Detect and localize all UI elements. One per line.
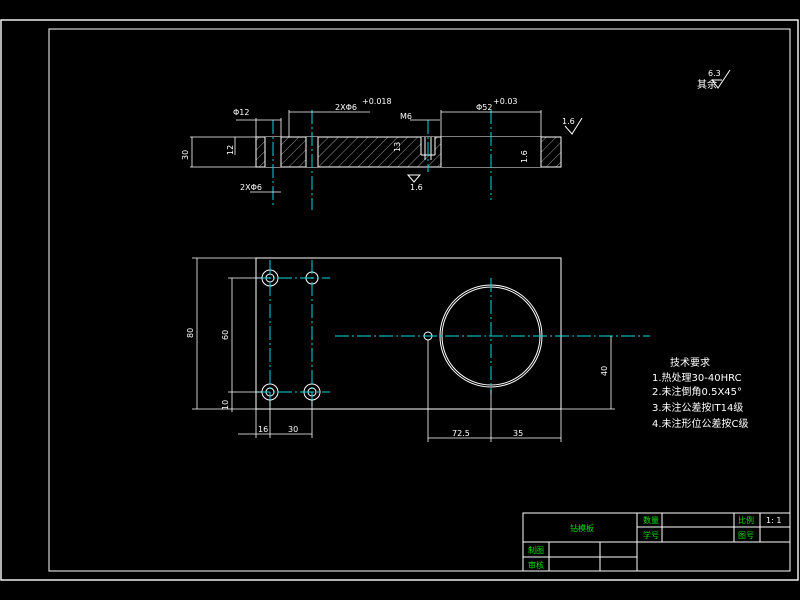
tech-title: 技术要求 (670, 356, 710, 369)
dim-m6: M6 (400, 112, 412, 121)
front-view-dims: 80 60 10 16 30 72.5 35 40 (186, 257, 615, 442)
dim-tol1: +0.018 (362, 97, 392, 106)
dim-front-bottom: 10 (221, 400, 230, 410)
tb-reviewer: 审核 (528, 560, 544, 570)
title-block: 钻模板 数量 比例 1: 1 学号 图号 制图 审核 (522, 512, 791, 572)
tb-school: 学号 (643, 530, 659, 540)
dim-hole-bottom: 2XΦ6 (240, 183, 262, 192)
tb-drafter: 制图 (528, 545, 544, 555)
tb-ratio: 比例 (738, 515, 754, 525)
tech-item-4: 4.未注形位公差按C级 (652, 417, 749, 430)
tb-drawing-no: 图号 (738, 531, 754, 540)
tb-part-name: 钻模板 (570, 523, 594, 533)
rough-right2: 1.6 (520, 150, 529, 163)
roughness-note-value: 6.3 (708, 69, 721, 78)
dim-tol2: +0.03 (493, 97, 518, 106)
tech-item-1: 1.热处理30-40HRC (652, 371, 742, 384)
tb-count: 数量 (643, 515, 659, 525)
tech-item-2: 2.未注倒角0.5X45° (652, 385, 742, 398)
front-view (255, 257, 650, 410)
roughness-note: 其余 6.3 (697, 69, 731, 91)
dim-height: 30 (181, 150, 190, 160)
dim-front-inner: 60 (221, 330, 230, 340)
rough-bottom: 1.6 (410, 183, 423, 192)
dim-x3: 72.5 (452, 429, 470, 438)
section-view (255, 110, 562, 210)
dim-front-height: 80 (186, 328, 195, 338)
tech-requirements: 技术要求 1.热处理30-40HRC 2.未注倒角0.5X45° 3.未注公差按… (652, 356, 749, 430)
roughness-note-label: 其余 (697, 78, 717, 91)
dim-d12: Φ12 (233, 108, 249, 117)
inner-frame (48, 28, 791, 572)
tb-ratio-value: 1: 1 (766, 516, 781, 525)
dim-x1: 16 (258, 425, 268, 434)
dim-d52: Φ52 (476, 103, 492, 112)
rough-right: 1.6 (562, 117, 575, 126)
outer-frame (0, 19, 799, 581)
section-view-dims: Φ12 2XΦ6 +0.018 M6 Φ52 +0.03 30 12 13 2X… (181, 97, 583, 193)
dim-x2: 30 (288, 425, 298, 434)
dim-hole-left: 2XΦ6 (335, 103, 357, 112)
dim-right: 40 (600, 366, 609, 376)
dim-depth-right: 13 (393, 142, 402, 152)
tech-item-3: 3.未注公差按IT14级 (652, 401, 743, 414)
dim-x4: 35 (513, 429, 523, 438)
dim-depth-left: 12 (226, 145, 235, 155)
